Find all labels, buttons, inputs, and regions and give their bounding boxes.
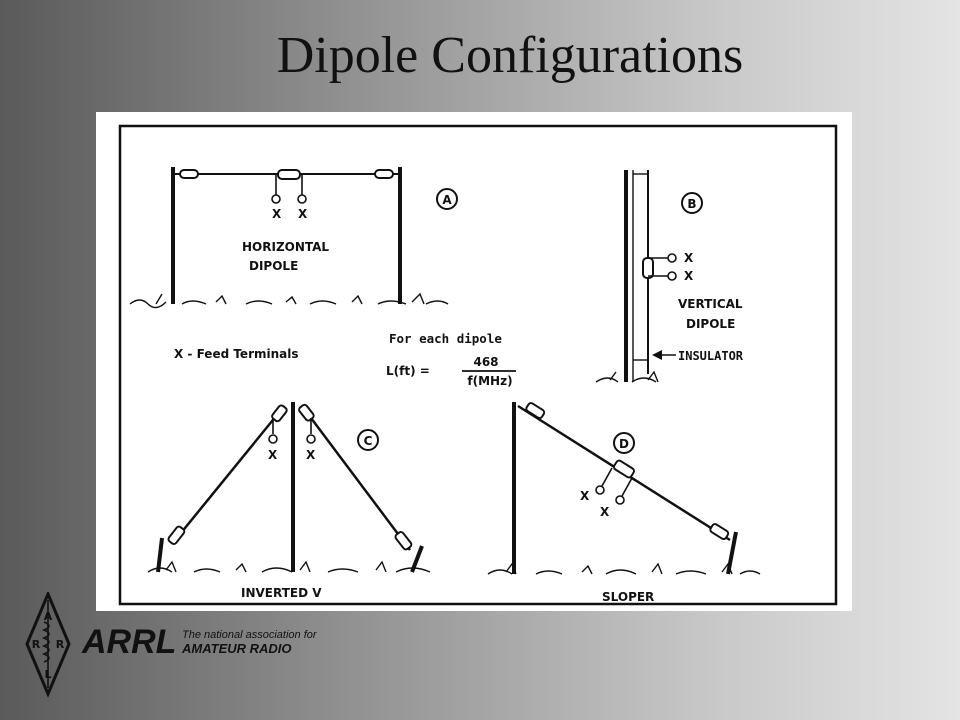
terminal-label: X [272,207,282,221]
terminal-label: X [684,251,694,265]
dipole-figure: X X HORIZONTAL DIPOLE A X X VERTICAL DIP… [96,112,852,611]
arrl-diamond-icon: A R R L [25,590,71,698]
center-insulator [613,459,635,479]
insulator-label: INSULATOR [678,349,744,363]
center-insulator [271,404,288,423]
ground-stake [156,537,164,573]
arrow-icon [652,350,662,360]
center-insulator [298,403,315,422]
vertical-dipole: X X VERTICAL DIPOLE B INSULATOR [595,170,744,383]
formula-numerator: 468 [473,355,498,369]
dipole-leg-right [304,409,411,551]
arrl-logo: A R R L ARRL The national association fo… [24,590,324,702]
panel-name: DIPOLE [249,259,298,273]
terminal-label: X [684,269,694,283]
center-insulator [277,169,301,180]
arrl-wordmark: ARRL [81,623,176,661]
panel-letter-circle [681,192,703,214]
arrl-logo-graphic: A R R L ARRL The national association fo… [25,590,318,698]
panel-name: INVERTED V [241,586,322,600]
feed-terminal [595,485,605,495]
diamond-letter: R [56,638,65,651]
end-insulator-top [525,402,546,420]
ground-grass [147,560,431,573]
end-insulator-right [394,531,413,551]
formula-heading: For each dipole [389,331,502,346]
panel-name: SLOPER [602,590,654,604]
feed-terminal [667,253,677,263]
end-insulator-right [374,169,394,179]
panel-name: VERTICAL [678,297,743,311]
ground-grass [487,562,761,575]
feed-terminal [615,495,625,505]
center-insulator [642,257,654,279]
slide-title: Dipole Configurations [276,27,744,84]
panel-letter: C [364,434,373,448]
terminal-label: X [268,448,278,462]
end-insulator-bottom [709,523,730,541]
panel-letter-circle [436,188,458,210]
length-formula: For each dipole L(ft) = 468 f(MHz) [386,331,516,388]
terminal-label: X [580,489,590,503]
end-insulator-left [167,525,186,545]
panel-letter-circle [613,432,635,454]
inverted-v-dipole: X X C INVERTED V [147,402,431,600]
dipole-leg-left [171,409,282,545]
ground-grass [129,292,449,309]
feed-terminal [268,434,278,444]
diamond-letter: R [32,638,41,651]
logo-tagline-line1: The national association for [182,629,318,641]
feed-terminal [306,434,316,444]
formula-lhs: L(ft) = [386,364,430,378]
dipole-diagram: X X HORIZONTAL DIPOLE A X X VERTICAL DIP… [118,124,838,606]
feed-terminal-legend: X - Feed Terminals [174,347,299,361]
panel-name: DIPOLE [686,317,735,331]
terminal-label: X [600,505,610,519]
panel-name: HORIZONTAL [242,240,329,254]
panel-letter: B [687,197,696,211]
formula-denominator: f(MHz) [467,374,512,388]
logo-tagline-line2: AMATEUR RADIO [181,641,292,656]
figure-frame [118,124,838,606]
ground-grass [595,370,659,383]
feed-terminal [667,271,677,281]
end-insulator-left [179,169,199,179]
diamond-letter: L [44,668,51,681]
terminal-label: X [306,448,316,462]
panel-letter: D [619,437,629,451]
sloper-dipole: X X D SLOPER [487,402,761,604]
feed-terminal [297,194,307,204]
panel-letter-circle [357,429,379,451]
panel-letter: A [442,193,452,207]
terminal-label: X [298,207,308,221]
diamond-letter: A [44,610,53,623]
horizontal-dipole: X X HORIZONTAL DIPOLE A [129,167,458,309]
feed-terminal [271,194,281,204]
